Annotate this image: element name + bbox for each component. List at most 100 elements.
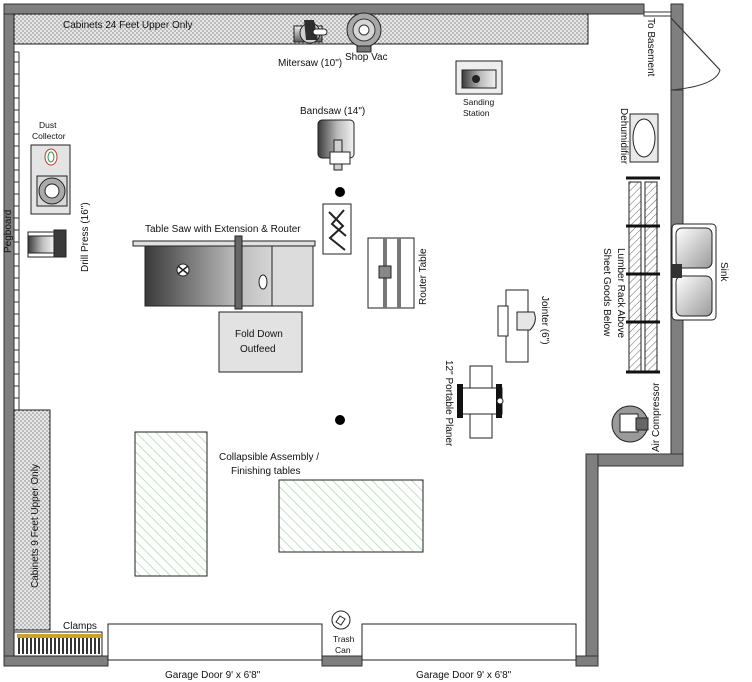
clamp-bar bbox=[50, 634, 52, 654]
dehumidifier-label: Dehumidifier bbox=[618, 108, 629, 165]
fold-down-outfeed: Fold Down Outfeed bbox=[218, 311, 303, 373]
clamp-bar bbox=[22, 634, 24, 654]
clamp-head bbox=[89, 634, 93, 638]
mitersaw-label: Mitersaw (10") bbox=[278, 58, 342, 69]
trash-can: Trash Can bbox=[331, 610, 355, 655]
clamp-head bbox=[69, 634, 73, 638]
garage-door-right-label: Garage Door 9' x 6'8" bbox=[416, 670, 512, 681]
table-saw: Table Saw with Extension & Router bbox=[132, 224, 316, 310]
clamp-head bbox=[53, 634, 57, 638]
sanding-station-label-2: Station bbox=[463, 108, 490, 118]
clamp-head bbox=[65, 634, 69, 638]
clamp-head bbox=[29, 634, 33, 638]
drill-press: Drill Press (16") bbox=[27, 202, 91, 272]
mitersaw: Mitersaw (10") bbox=[278, 20, 342, 69]
dust-port-marker bbox=[335, 415, 345, 425]
clamp-head bbox=[37, 634, 41, 638]
dust-collector-label-1: Dust bbox=[39, 120, 57, 130]
clamp-head bbox=[73, 634, 77, 638]
clamp-head bbox=[61, 634, 65, 638]
pegboard-label: Pegboard bbox=[3, 210, 14, 253]
clamp-bar bbox=[70, 634, 72, 654]
pegboard: Pegboard bbox=[3, 61, 19, 399]
sink-label: Sink bbox=[718, 262, 729, 282]
clamp-head bbox=[45, 634, 49, 638]
clamp-bar bbox=[38, 634, 40, 654]
clamps-label: Clamps bbox=[63, 621, 97, 632]
assembly-tables: Collapsible Assembly / Finishing tables bbox=[134, 431, 424, 577]
clamp-head bbox=[77, 634, 81, 638]
shop-vac: Shop Vac bbox=[345, 12, 388, 63]
dehumidifier: Dehumidifier bbox=[618, 108, 659, 165]
clamp-head bbox=[57, 634, 61, 638]
trash-can-label-2: Can bbox=[335, 645, 351, 655]
clamp-bar bbox=[18, 634, 20, 654]
sink: Sink bbox=[671, 223, 729, 321]
mobile-tool bbox=[322, 203, 352, 255]
bandsaw-label: Bandsaw (14") bbox=[300, 106, 365, 117]
assembly-label-1: Collapsible Assembly / bbox=[219, 452, 319, 463]
clamp-bar bbox=[94, 634, 96, 654]
sanding-station: Sanding Station bbox=[455, 60, 503, 118]
cabinets-left: Cabinets 9 Feet Upper Only bbox=[13, 409, 51, 631]
cabinets-upper-label: Cabinets 24 Feet Upper Only bbox=[63, 20, 193, 31]
cabinets-left-label: Cabinets 9 Feet Upper Only bbox=[30, 464, 41, 588]
clamp-bar bbox=[46, 634, 48, 654]
clamp-bar bbox=[86, 634, 88, 654]
basement-door-label: To Basement bbox=[645, 18, 656, 77]
dust-port-marker bbox=[335, 187, 345, 197]
clamps: Clamps bbox=[13, 621, 103, 657]
jointer: Jointer (6") bbox=[497, 289, 550, 363]
sanding-station-label-1: Sanding bbox=[463, 97, 494, 107]
assembly-label-2: Finishing tables bbox=[231, 466, 300, 477]
bandsaw: Bandsaw (14") bbox=[300, 106, 365, 171]
clamp-bar bbox=[26, 634, 28, 654]
clamp-bar bbox=[78, 634, 80, 654]
clamp-head bbox=[33, 634, 37, 638]
clamp-bar bbox=[74, 634, 76, 654]
clamp-head bbox=[97, 634, 101, 638]
dust-collector: Dust Collector bbox=[30, 120, 71, 215]
lumber-rack: Lumber Rack Above Sheet Goods Below bbox=[601, 176, 660, 374]
lumber-rack-label-2: Sheet Goods Below bbox=[601, 248, 612, 337]
air-compressor: Air Compressor bbox=[611, 382, 662, 452]
clamp-bar bbox=[98, 634, 100, 654]
fold-down-label-1: Fold Down bbox=[235, 329, 283, 340]
trash-can-label-1: Trash bbox=[333, 634, 355, 644]
router-table-label: Router Table bbox=[418, 248, 429, 305]
clamp-head bbox=[21, 634, 25, 638]
lumber-rack-label-1: Lumber Rack Above bbox=[615, 248, 626, 338]
air-compressor-label: Air Compressor bbox=[651, 382, 662, 452]
clamp-bar bbox=[42, 634, 44, 654]
table-saw-label: Table Saw with Extension & Router bbox=[145, 224, 301, 235]
clamp-bar bbox=[62, 634, 64, 654]
dust-collector-label-2: Collector bbox=[32, 131, 66, 141]
clamp-head bbox=[41, 634, 45, 638]
clamp-head bbox=[81, 634, 85, 638]
jointer-label: Jointer (6") bbox=[539, 296, 550, 345]
clamp-bar bbox=[54, 634, 56, 654]
clamp-head bbox=[85, 634, 89, 638]
walls bbox=[3, 3, 684, 667]
clamp-head bbox=[49, 634, 53, 638]
clamp-head bbox=[17, 634, 21, 638]
clamp-head bbox=[25, 634, 29, 638]
garage-door-left-label: Garage Door 9' x 6'8" bbox=[165, 670, 261, 681]
planer-label: 12" Portable Planer bbox=[443, 360, 454, 447]
drill-press-label: Drill Press (16") bbox=[80, 202, 91, 272]
fold-down-label-2: Outfeed bbox=[240, 344, 276, 355]
clamp-head bbox=[93, 634, 97, 638]
garage-door-left[interactable]: Garage Door 9' x 6'8" bbox=[107, 623, 323, 681]
clamp-bar bbox=[90, 634, 92, 654]
clamp-bar bbox=[58, 634, 60, 654]
shop-vac-label: Shop Vac bbox=[345, 52, 388, 63]
clamp-bar bbox=[30, 634, 32, 654]
clamp-bar bbox=[82, 634, 84, 654]
clamp-bar bbox=[66, 634, 68, 654]
garage-door-right[interactable]: Garage Door 9' x 6'8" bbox=[361, 623, 577, 681]
basement-door[interactable]: To Basement bbox=[643, 11, 721, 91]
clamp-bar bbox=[34, 634, 36, 654]
planer: 12" Portable Planer bbox=[443, 360, 504, 447]
router-table: Router Table bbox=[367, 237, 429, 309]
